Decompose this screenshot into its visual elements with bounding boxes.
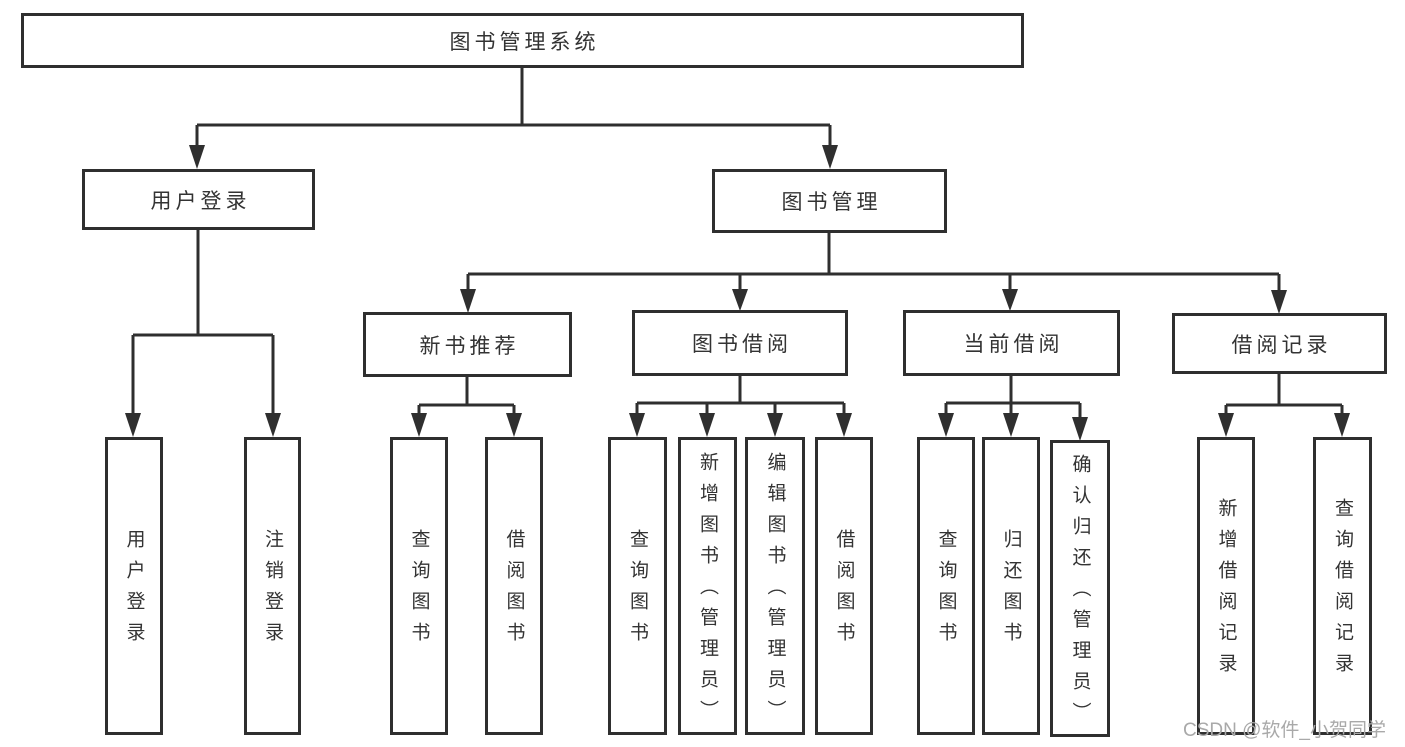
leaf-edit-books-admin-label: 编辑图书（管理员） [764,451,786,731]
node-new-book-recommend-label: 新书推荐 [419,334,520,358]
leaf-user-login: 用户登录 [105,437,163,735]
leaf-query-borrow-record: 查询借阅记录 [1313,437,1372,735]
leaf-return-books-label: 归还图书 [1000,529,1022,653]
leaf-return-books: 归还图书 [982,437,1040,735]
node-book-management-label: 图书管理 [781,191,882,214]
wire-user-login [131,230,275,420]
leaf-borrow-books-recommend: 借阅图书 [485,437,543,735]
node-root: 图书管理系统 [21,13,1024,68]
leaf-edit-books-admin: 编辑图书（管理员） [745,437,805,735]
leaf-add-borrow-record: 新增借阅记录 [1197,437,1255,735]
leaf-confirm-return-admin-label: 确认归还（管理员） [1069,454,1091,733]
leaf-query-books-current: 查询图书 [917,437,975,735]
leaf-query-books-current-label: 查询图书 [935,529,957,653]
leaf-query-borrow-record-label: 查询借阅记录 [1332,498,1353,684]
wire-current [944,376,1082,423]
node-book-borrowing: 图书借阅 [632,310,848,376]
leaf-query-books-borrowing: 查询图书 [608,437,667,735]
leaf-user-login-label: 用户登录 [123,529,145,653]
wire-book-mgmt [466,233,1281,296]
leaf-add-books-admin: 新增图书（管理员） [678,437,737,735]
watermark: CSDN @软件_小贺同学 [1183,720,1386,741]
wire-records [1224,374,1344,420]
node-new-book-recommend: 新书推荐 [363,312,572,377]
leaf-logout: 注销登录 [244,437,301,735]
wire-new-book [417,377,516,420]
node-borrowing-records-label: 借阅记录 [1231,333,1332,357]
node-root-label: 图书管理系统 [449,30,600,54]
node-book-management: 图书管理 [712,169,947,233]
leaf-borrow-books-recommend-label: 借阅图书 [503,529,525,653]
leaf-borrow-books-borrowing: 借阅图书 [815,437,873,735]
leaf-confirm-return-admin: 确认归还（管理员） [1050,440,1110,737]
leaf-query-books-recommend-label: 查询图书 [408,529,430,653]
node-current-borrowing-label: 当前借阅 [963,333,1064,356]
wire-root [195,68,832,150]
leaf-borrow-books-borrowing-label: 借阅图书 [833,529,855,653]
node-user-login-branch-label: 用户登录 [150,189,251,213]
node-book-borrowing-label: 图书借阅 [692,333,792,356]
leaf-query-books-recommend: 查询图书 [390,437,448,735]
leaf-add-books-admin-label: 新增图书（管理员） [697,451,718,731]
node-user-login-branch: 用户登录 [82,169,315,230]
arrowheads [125,145,1350,441]
leaf-add-borrow-record-label: 新增借阅记录 [1215,498,1237,684]
leaf-logout-label: 注销登录 [262,529,283,653]
node-current-borrowing: 当前借阅 [903,310,1120,376]
leaf-query-books-borrowing-label: 查询图书 [627,529,648,653]
node-borrowing-records: 借阅记录 [1172,313,1387,374]
wire-borrowing [635,376,846,420]
